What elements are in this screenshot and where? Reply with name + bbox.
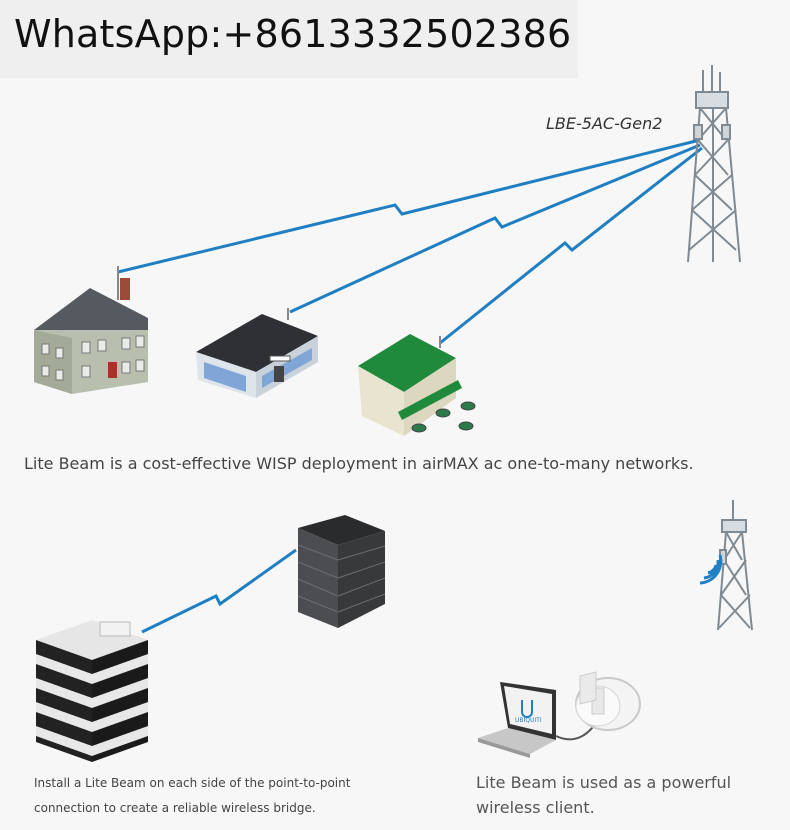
- office-building-icon: [297, 515, 386, 628]
- cafe-icon: [358, 334, 476, 436]
- litebeam-dish-icon: [575, 671, 641, 731]
- caption-client: Lite Beam is used as a powerful wireless…: [476, 773, 732, 817]
- tower-icon: [687, 65, 741, 263]
- wifi-signal-icon: [699, 554, 723, 585]
- whatsapp-banner: WhatsApp:+8613332502386: [0, 0, 578, 78]
- laptop-icon: UBIQUITI: [478, 682, 556, 758]
- store-icon: [196, 308, 318, 398]
- wireless-link-1: [117, 138, 701, 274]
- model-label: LBE-5AC-Gen2: [546, 114, 663, 133]
- bridge-link: [141, 548, 297, 634]
- striped-building-icon: [36, 620, 148, 762]
- ubiquiti-logo-icon: [521, 700, 533, 718]
- caption-ptp: Install a Lite Beam on each side of the …: [34, 776, 351, 815]
- wireless-link-3: [439, 146, 703, 345]
- caption-ptmp: Lite Beam is a cost-effective WISP deplo…: [24, 454, 694, 473]
- ubiquiti-logo-text: UBIQUITI: [515, 717, 542, 724]
- whatsapp-contact: WhatsApp:+8613332502386: [14, 12, 572, 56]
- small-tower-icon: [717, 500, 753, 631]
- house-icon: [34, 266, 148, 394]
- wireless-link-2: [289, 143, 701, 314]
